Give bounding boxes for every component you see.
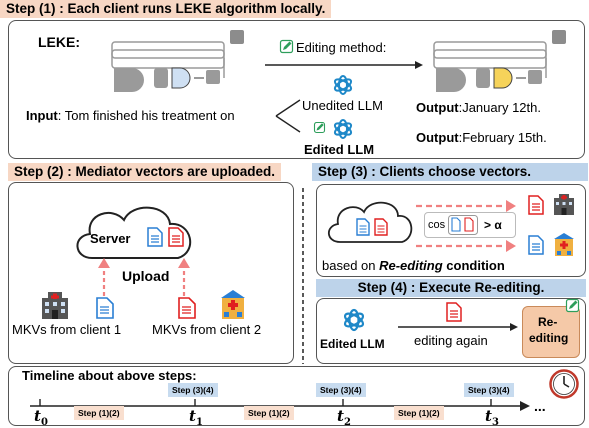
output-line-1: Output:January 12th. (416, 100, 541, 115)
mkv-client2-label: MKVs from client 2 (152, 322, 262, 337)
step2-title: Step (2) : Mediator vectors are uploaded… (8, 163, 282, 181)
server-label: Server (90, 231, 131, 246)
timeline-t3: t3 (485, 407, 499, 428)
timeline-title: Timeline about above steps: (22, 368, 197, 383)
red-document-icon (168, 227, 184, 247)
clinic-building-icon (554, 233, 574, 256)
reediting-line1: Re- (538, 315, 558, 329)
network-diagram-before (111, 30, 244, 92)
dashed-separator (302, 188, 304, 364)
timeline-t2: t2 (337, 407, 351, 428)
input-sentence: Input: Tom finished his treatment on (26, 108, 235, 124)
step1-panel (8, 20, 585, 159)
openai-logo-icon (343, 308, 365, 332)
blue-document-icon (96, 297, 114, 319)
step1-title: Step (1) : Each client runs LEKE algorit… (0, 0, 332, 18)
timeline-chip-step34-2: Step (3)(4) (316, 383, 366, 397)
cloud-icon-small (327, 201, 413, 243)
hospital-building-icon (554, 194, 574, 215)
step4-edited-llm-label: Edited LLM (320, 337, 385, 351)
timeline-ellipsis: ... (534, 398, 546, 414)
input-text: : Tom finished his treatment on (57, 108, 235, 123)
editing-again-arrow (398, 323, 518, 331)
unedited-llm-label: Unedited LLM (302, 98, 383, 113)
cos-label: cos (428, 219, 446, 231)
blue-document-icon (528, 235, 544, 255)
timeline-t1: t1 (189, 407, 203, 428)
edit-pencil-icon (279, 39, 294, 54)
red-document-icon (374, 218, 388, 236)
blue-document-icon (147, 227, 163, 247)
cosine-doc-pair-icon (448, 215, 478, 235)
mkv-client1-label: MKVs from client 1 (12, 322, 122, 337)
step4-title: Step (4) : Execute Re-editing. (316, 279, 586, 297)
openai-logo-icon (333, 75, 353, 95)
editing-arrow (265, 61, 423, 69)
step3-title: Step (3) : Clients choose vectors. (312, 163, 588, 181)
editing-method-label: Editing method: (296, 40, 387, 55)
clock-icon (549, 369, 579, 399)
leke-label: LEKE: (38, 34, 80, 50)
blue-document-icon (356, 218, 370, 236)
timeline-chip-step12-2: Step (1)(2) (244, 406, 294, 420)
hospital-building-icon (42, 292, 68, 319)
timeline-chip-step34-3: Step (3)(4) (464, 383, 514, 397)
upload-label: Upload (122, 268, 170, 284)
network-diagram-after (433, 30, 566, 92)
red-document-icon (446, 302, 462, 322)
edit-pencil-icon (565, 298, 580, 313)
upload-arrows (98, 258, 190, 296)
reediting-line2: editing (529, 331, 569, 345)
edited-llm-label: Edited LLM (304, 142, 375, 157)
timeline-chip-step12-3: Step (1)(2) (394, 406, 444, 420)
timeline-chip-step12-1: Step (1)(2) (74, 406, 124, 420)
red-document-icon (528, 195, 544, 215)
edit-pencil-icon-small (313, 121, 326, 134)
output-line-2: Output:February 15th. (416, 130, 547, 145)
timeline-t0: t0 (34, 407, 48, 428)
input-label: Input (26, 108, 58, 123)
clinic-building-icon (221, 290, 245, 319)
selection-arrows (416, 200, 516, 252)
reediting-condition: based on Re-editing condition (322, 258, 505, 273)
openai-logo-icon (333, 119, 353, 139)
greater-alpha-label: > α (484, 218, 502, 232)
reediting-box (522, 306, 580, 358)
editing-again-label: editing again (414, 333, 488, 348)
red-document-icon (178, 297, 196, 319)
branch-arrows (275, 99, 301, 133)
timeline-chip-step34-1: Step (3)(4) (168, 383, 218, 397)
